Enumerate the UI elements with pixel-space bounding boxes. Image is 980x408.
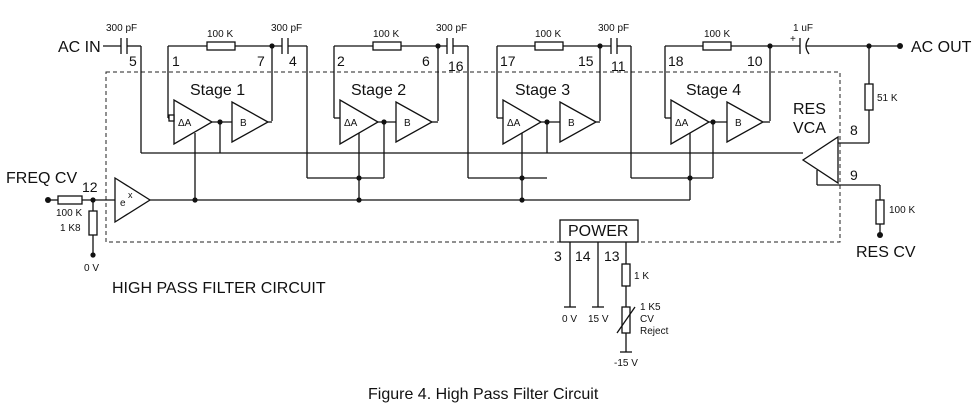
trim-value-label: 1 K5 xyxy=(640,302,661,313)
trim-reject-label: Reject xyxy=(640,326,669,337)
pin-3: 3 xyxy=(554,248,562,264)
stage-1-delta-a: ΔA xyxy=(178,118,192,129)
stage-3-delta-a: ΔA xyxy=(507,118,521,129)
capacitor-c1 xyxy=(120,38,128,54)
res-cv-label: RES CV xyxy=(856,244,916,261)
stage-4-pin-out: 10 xyxy=(747,53,763,69)
junction xyxy=(356,197,362,203)
pin-9: 9 xyxy=(850,167,858,183)
power-15v-label: 15 V xyxy=(588,314,609,325)
res-fb-3-label: 100 K xyxy=(535,29,561,40)
freq-gnd-label: 0 V xyxy=(84,263,99,274)
stage-4-pin-in: 18 xyxy=(668,53,684,69)
resistor-fb-1 xyxy=(206,41,236,51)
capacitor-c4 xyxy=(610,38,618,54)
circuit-title: HIGH PASS FILTER CIRCUIT xyxy=(112,280,326,297)
vca-label: VCA xyxy=(793,120,826,137)
trim-cv-label: CV xyxy=(640,314,654,325)
pin-4: 4 xyxy=(289,53,297,69)
res-label: RES xyxy=(793,101,826,118)
ac-out-label: AC OUT xyxy=(911,39,972,56)
cap-c1-label: 300 pF xyxy=(106,23,137,34)
junction xyxy=(192,197,198,203)
stage-3-amp-b xyxy=(559,100,598,144)
stage-1-amp-a xyxy=(173,98,214,146)
exp-converter-e: e xyxy=(120,198,126,209)
pin-12: 12 xyxy=(82,179,98,195)
resistor-power xyxy=(621,263,631,287)
power-neg15v-label: -15 V xyxy=(614,358,638,369)
stage-1-label: Stage 1 xyxy=(190,82,245,99)
chip-outline xyxy=(105,71,841,243)
cap-out-polarity: + xyxy=(790,34,796,45)
freq-cv-label: FREQ CV xyxy=(6,170,77,187)
stage-1-amp-b xyxy=(231,100,270,144)
stage-1-pin-in: 1 xyxy=(172,53,180,69)
resistor-fb-3 xyxy=(534,41,564,51)
power-0v-label: 0 V xyxy=(562,314,577,325)
figure-caption: Figure 4. High Pass Filter Circuit xyxy=(368,386,599,403)
stage-2-pin-out: 6 xyxy=(422,53,430,69)
pin-13: 13 xyxy=(604,248,620,264)
res-res-cv-label: 100 K xyxy=(889,205,915,216)
trimmer-arrow xyxy=(616,306,636,334)
capacitor-c2 xyxy=(281,38,289,54)
resistor-fb-2 xyxy=(372,41,402,51)
pin-11: 11 xyxy=(611,58,626,74)
pin-14: 14 xyxy=(575,248,591,264)
res-fb-2-label: 100 K xyxy=(373,29,399,40)
stage-3-pin-in: 17 xyxy=(500,53,516,69)
power-box xyxy=(559,219,639,243)
stage-2-amp-b xyxy=(395,100,434,144)
stage-3-label: Stage 3 xyxy=(515,82,570,99)
stage-4-amp-b-label: B xyxy=(735,118,742,129)
stage-1-amp-a-marker xyxy=(168,114,175,122)
stage-3-amp-b-label: B xyxy=(568,118,575,129)
resistor-freq-in xyxy=(57,195,83,205)
stage-1-amp-b-label: B xyxy=(240,118,247,129)
stage-3-pin-out: 15 xyxy=(578,53,594,69)
stage-4-delta-a: ΔA xyxy=(675,118,689,129)
exp-converter-x: x xyxy=(128,190,133,200)
junction xyxy=(519,197,525,203)
pin-5: 5 xyxy=(129,53,137,69)
resistor-freq-gnd xyxy=(88,210,98,236)
junction xyxy=(519,175,525,181)
capacitor-c3 xyxy=(446,38,454,54)
resistor-fb-4 xyxy=(702,41,732,51)
stage-2-amp-b-label: B xyxy=(404,118,411,129)
res-fb-1-label: 100 K xyxy=(207,29,233,40)
cap-c4-label: 300 pF xyxy=(598,23,629,34)
power-label: POWER xyxy=(568,223,628,240)
pin-16: 16 xyxy=(448,58,464,74)
stage-4-amp-b xyxy=(726,100,765,144)
stage-1-pin-out: 7 xyxy=(257,53,265,69)
res-fb-4-label: 100 K xyxy=(704,29,730,40)
resistor-51k xyxy=(864,83,874,111)
res-freq-in-label: 100 K xyxy=(56,208,82,219)
junction xyxy=(356,175,362,181)
res-cv-terminal xyxy=(877,232,883,238)
ac-out-terminal xyxy=(897,43,903,49)
freq-gnd-terminal xyxy=(90,252,96,258)
cap-c2-label: 300 pF xyxy=(271,23,302,34)
stage-2-delta-a: ΔA xyxy=(344,118,358,129)
stage-2-label: Stage 2 xyxy=(351,82,406,99)
stage-4-label: Stage 4 xyxy=(686,82,741,99)
junction xyxy=(687,175,693,181)
cap-out-label: 1 uF xyxy=(793,23,813,34)
resistor-res-cv xyxy=(875,199,885,225)
cap-c3-label: 300 pF xyxy=(436,23,467,34)
ac-in-label: AC IN xyxy=(58,39,101,56)
res-vca xyxy=(801,135,839,185)
res-power-label: 1 K xyxy=(634,271,649,282)
res-freq-gnd-label: 1 K8 xyxy=(60,223,81,234)
pin-8: 8 xyxy=(850,122,858,138)
exp-converter xyxy=(114,176,152,224)
res-51k-label: 51 K xyxy=(877,93,898,104)
stage-2-pin-in: 2 xyxy=(337,53,345,69)
